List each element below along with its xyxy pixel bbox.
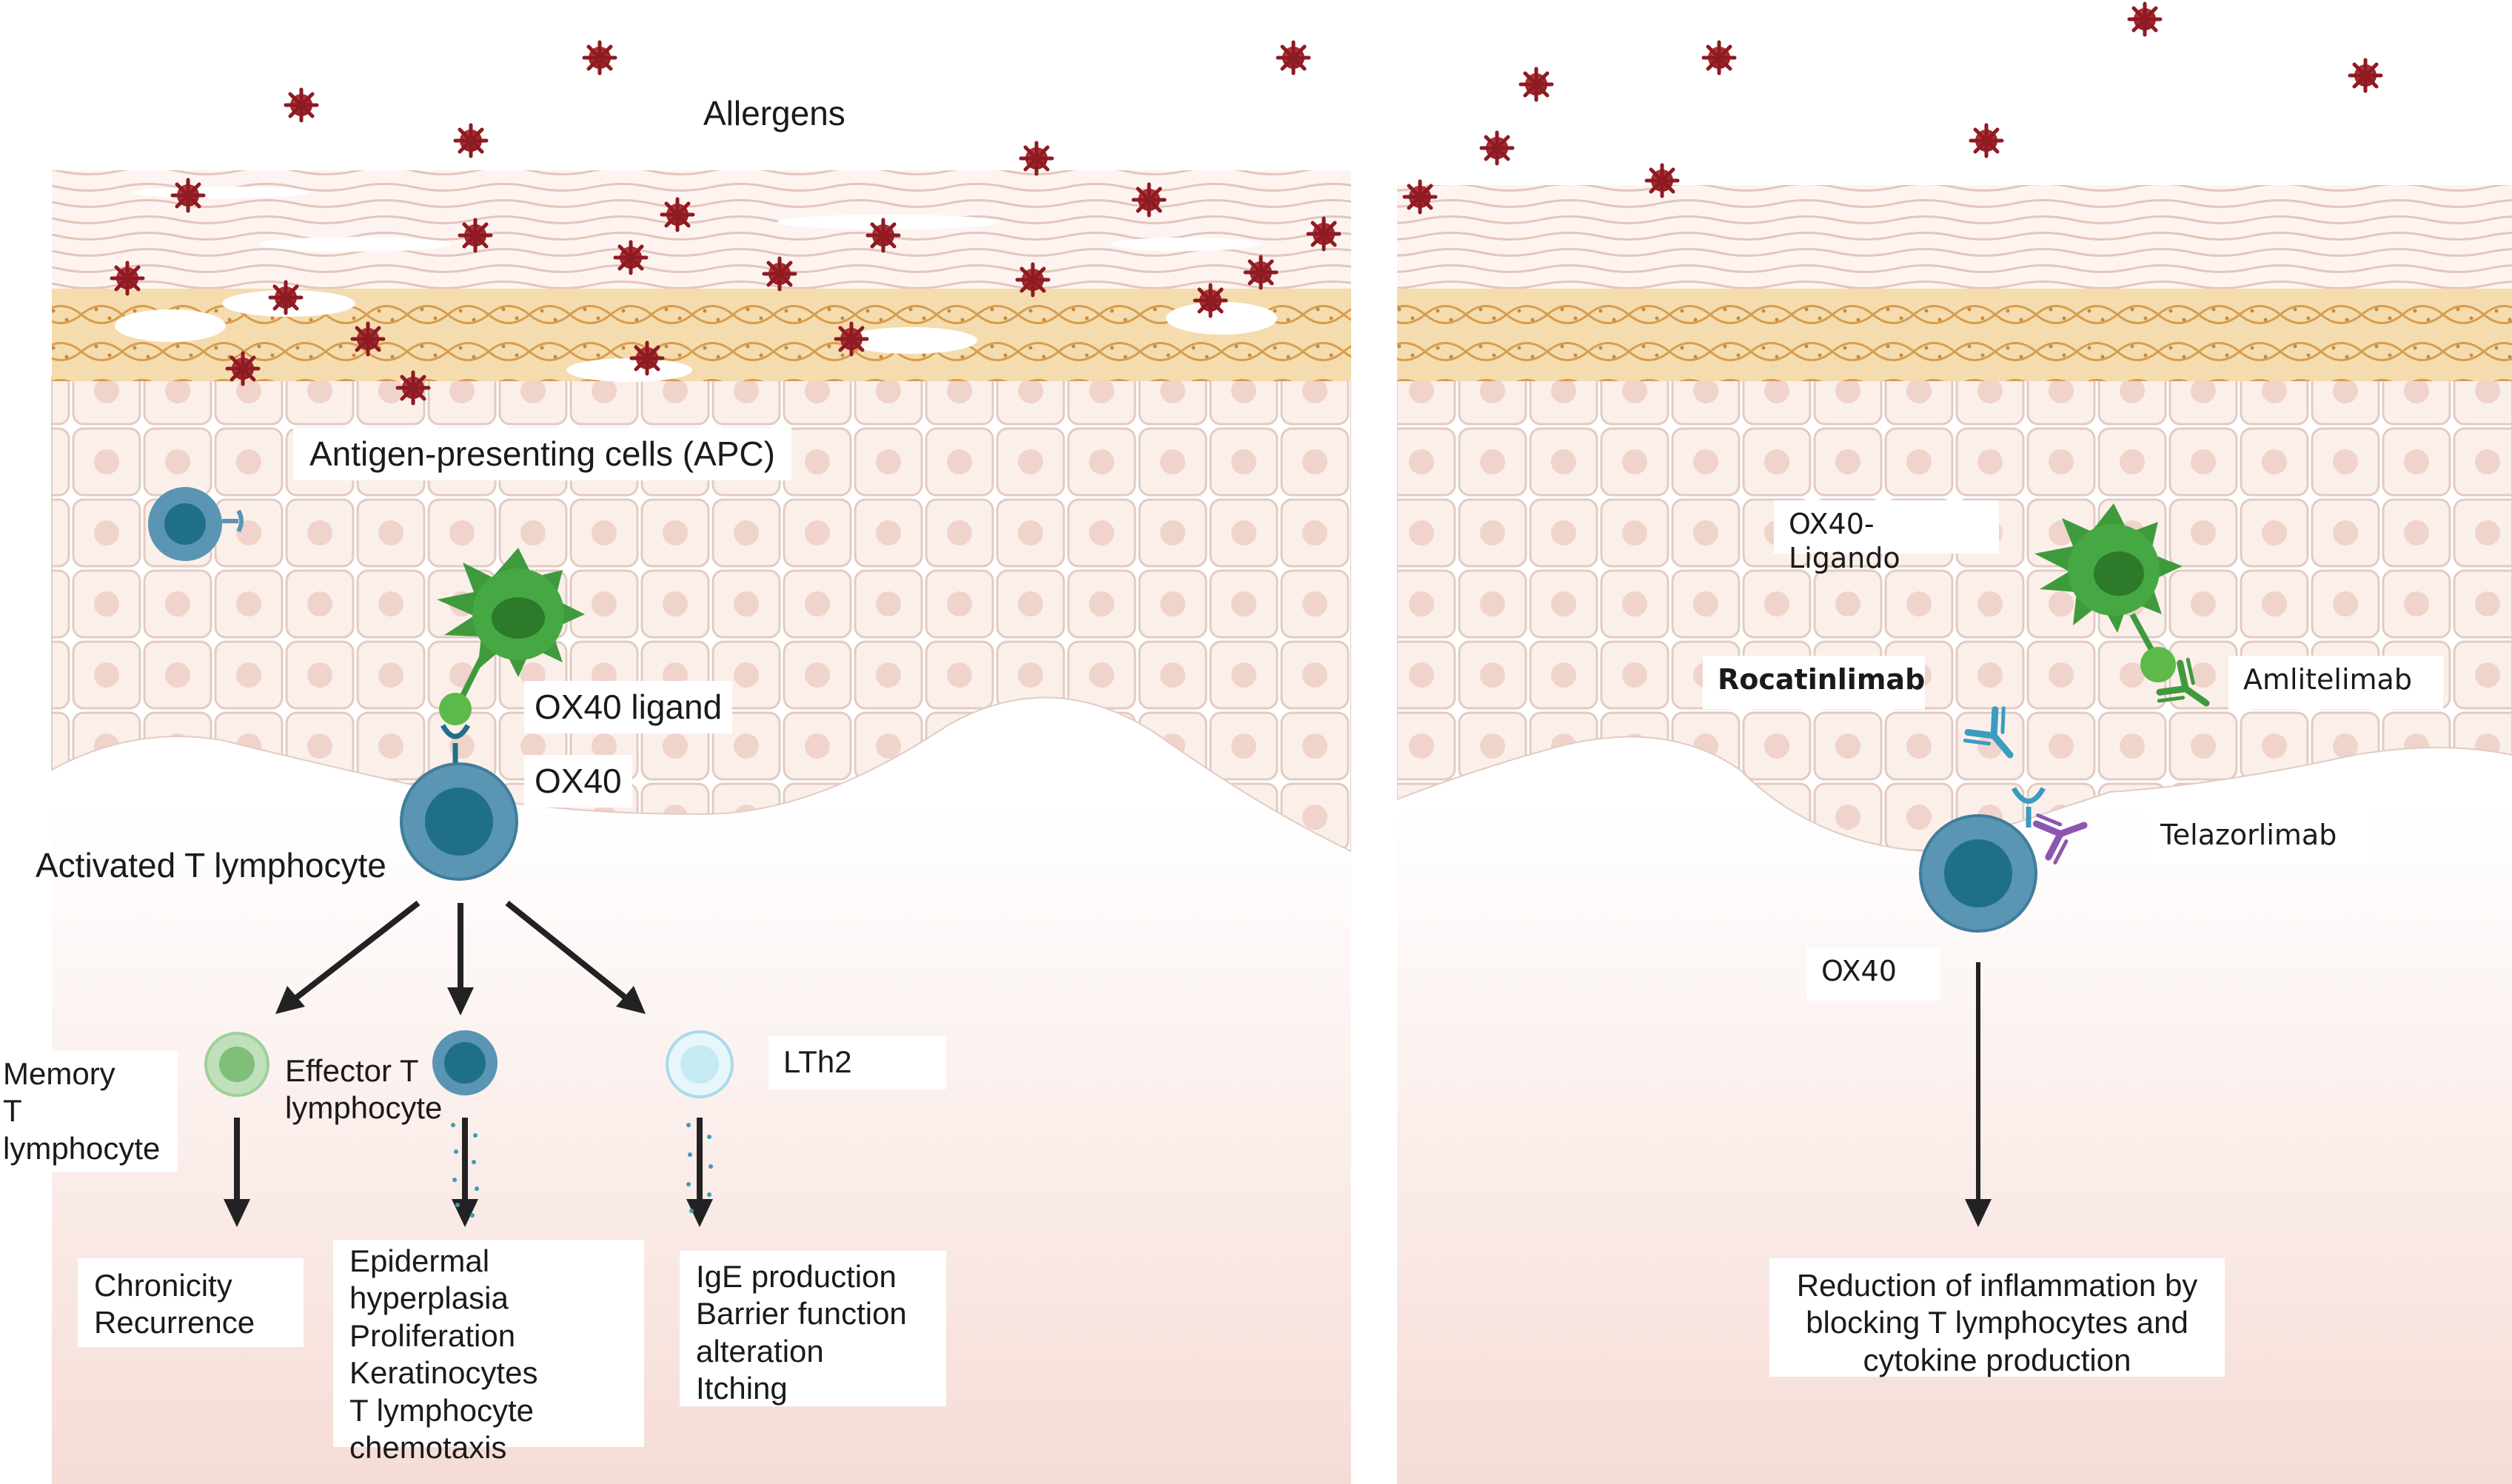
reduction-arrow [1965,962,1992,1227]
t-lymphocyte-right [1919,814,2037,933]
ox40-ligand-label: OX40 ligand [524,681,733,734]
activated-t-lymphocyte-label: Activated T lymphocyte [36,846,386,884]
ox40-label: OX40 [524,755,632,808]
outcome-lth2-box: IgE production Barrier function alterati… [680,1251,946,1406]
activation-arrows [275,900,646,1015]
telazorlimab-label: Telazorlimab [2146,811,2368,864]
amlitelimab-label: Amlitelimab [2228,656,2443,709]
apc-label: Antigen-presenting cells (APC) [293,428,791,481]
dendritic-cell [437,548,585,725]
outcome-arrows [224,1118,713,1227]
rocatinlimab-label: Rocatinlimab [1703,656,1925,709]
memory-t-lymphocyte-label: Memory T lymphocyte [0,1051,178,1172]
ox40-ligando-label: OX40-Ligando [1774,500,1999,574]
left-panel-tissue [51,42,1352,1484]
allergen-particles-right [1404,4,2381,212]
memory-t-cell [204,1032,269,1097]
allergens-label: Allergens [703,94,845,132]
right-panel-tissue [1396,4,2512,1484]
reduction-outcome-box: Reduction of inflammation by blocking T … [1769,1258,2225,1377]
activated-t-lymphocyte [400,762,518,881]
effector-t-cell [432,1030,498,1095]
apc-cell [148,487,244,561]
lth2-label: LTh2 [768,1036,946,1090]
outcome-effector-box: Epidermal hyperplasia Proliferation Kera… [333,1240,644,1465]
panel-separator [1351,170,1397,1484]
ox40-label-right: OX40 [1806,947,1940,1001]
dendritic-cell-right [2034,503,2183,682]
outcome-memory-box: Chronicity Recurrence [78,1258,304,1347]
lth2-cell [666,1030,734,1098]
effector-t-lymphocyte-label: Effector T lymphocyte [285,1053,443,1126]
cytokine-dots [451,1123,713,1218]
